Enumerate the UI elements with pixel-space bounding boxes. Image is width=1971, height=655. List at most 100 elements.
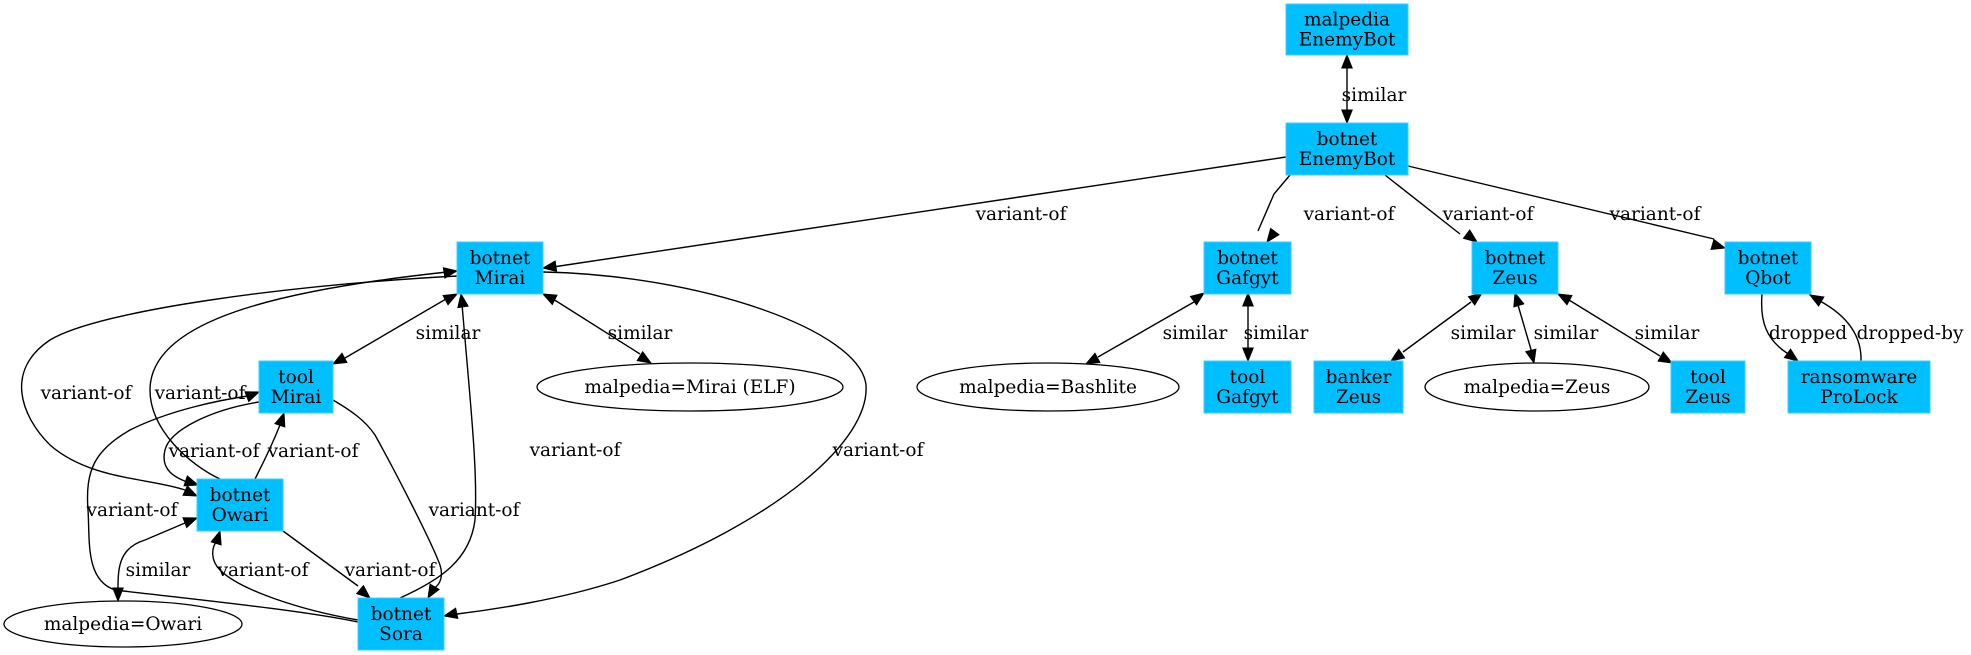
edge-line	[212, 541, 359, 621]
node-label: Sora	[379, 624, 423, 645]
node-malpedia-mirai-elf[interactable]: malpedia=Mirai (ELF)	[536, 362, 844, 412]
edge-label: variant-of	[529, 440, 622, 461]
node-box	[456, 241, 544, 295]
node-label: malpedia=Zeus	[1464, 377, 1611, 398]
edge-line	[1517, 304, 1533, 354]
edge-label: similar	[1451, 323, 1516, 344]
edge-label: variant-of	[832, 440, 925, 461]
arrowhead-icon	[210, 529, 222, 546]
arrowhead-icon	[1341, 109, 1353, 125]
node-box	[258, 360, 334, 414]
edge-label: variant-of	[267, 441, 360, 462]
arrowhead-icon	[541, 293, 558, 306]
edge-botnet-enemybot-to-botnet-qbot: variant-of	[1407, 165, 1727, 251]
node-malpedia-owari[interactable]: malpedia=Owari	[3, 600, 243, 648]
arrowhead-icon	[442, 293, 459, 306]
node-label: botnet	[1738, 248, 1799, 269]
edge-line	[163, 401, 260, 484]
edge-line	[1568, 299, 1661, 357]
edge-line	[332, 399, 443, 589]
node-label: Zeus	[1685, 387, 1730, 408]
edge-label: similar	[1534, 323, 1599, 344]
arrowhead-icon	[1657, 351, 1674, 364]
arrowhead-icon	[1242, 291, 1254, 307]
edge-botnet-mirai-to-botnet-sora: variant-of	[442, 271, 925, 619]
node-label: malpedia=Owari	[44, 614, 202, 635]
edge-label: variant-of	[344, 560, 437, 581]
arrowhead-icon	[1389, 348, 1406, 362]
arrowhead-icon	[112, 587, 124, 603]
node-box	[1670, 360, 1746, 414]
arrowhead-icon	[1467, 292, 1484, 306]
edge-label: dropped	[1769, 323, 1847, 344]
node-label: EnemyBot	[1299, 30, 1396, 51]
node-malpedia-zeus[interactable]: malpedia=Zeus	[1424, 362, 1650, 412]
arrowhead-icon	[1783, 348, 1800, 362]
edge-line	[1257, 174, 1291, 232]
edge-label: similar	[1244, 323, 1309, 344]
arrowhead-icon	[1513, 291, 1525, 308]
edge-botnet-owari-to-botnet-sora: variant-of	[282, 530, 437, 599]
edge-botnet-zeus-to-malpedia-zeus: similar	[1513, 291, 1599, 365]
edge-botnet-gafgyt-to-malpedia-bashlite: similar	[1084, 292, 1227, 365]
arrowhead-icon	[636, 350, 653, 364]
arrowhead-icon	[355, 584, 372, 599]
edge-botnet-enemybot-to-botnet-zeus: variant-of	[1384, 174, 1535, 243]
edge-label: variant-of	[428, 500, 521, 521]
node-label: tool	[1230, 367, 1266, 388]
node-box	[357, 597, 445, 651]
node-ellipse	[536, 362, 844, 412]
edge-label: variant-of	[86, 500, 179, 521]
arrowhead-icon	[442, 607, 459, 619]
arrowhead-icon	[1341, 53, 1353, 69]
node-label: Owari	[212, 505, 269, 526]
edge-label: variant-of	[1303, 204, 1396, 225]
edge-botnet-zeus-to-tool-zeus: similar	[1556, 293, 1700, 364]
arrowhead-icon	[1710, 238, 1727, 251]
node-label: Mirai	[271, 387, 322, 408]
edge-botnet-zeus-to-banker-zeus: similar	[1389, 292, 1516, 362]
edge-line	[399, 303, 477, 599]
arrowhead-icon	[1189, 292, 1206, 306]
edge-line	[552, 156, 1287, 268]
node-label: tool	[278, 367, 314, 388]
edge-botnet-owari-to-malpedia-owari: similar	[112, 517, 199, 603]
edge-line	[282, 530, 359, 587]
edge-line	[1819, 300, 1862, 362]
edge-line	[344, 298, 447, 359]
arrowhead-icon	[442, 267, 459, 279]
arrowhead-icon	[1524, 348, 1537, 365]
edge-line	[1097, 301, 1195, 358]
edge-label: variant-of	[1442, 204, 1535, 225]
node-label: malpedia=Mirai (ELF)	[584, 377, 795, 398]
edge-ransomware-prolock-to-botnet-qbot: dropped-by	[1808, 294, 1964, 362]
edge-label: variant-of	[975, 204, 1068, 225]
node-box	[1285, 3, 1409, 56]
edge-line	[117, 522, 186, 591]
edge-botnet-mirai-to-malpedia-mirai-elf: similar	[541, 293, 672, 364]
edge-label: similar	[1635, 323, 1700, 344]
edge-line	[149, 271, 448, 480]
arrowhead-icon	[244, 391, 261, 403]
edge-label: variant-of	[40, 383, 133, 404]
node-malpedia-bashlite[interactable]: malpedia=Bashlite	[916, 362, 1180, 412]
node-label: botnet	[1217, 248, 1278, 269]
node-label: EnemyBot	[1299, 149, 1396, 170]
edge-label: variant-of	[168, 441, 261, 462]
node-label: Gafgyt	[1216, 387, 1279, 408]
node-box	[1787, 360, 1931, 414]
